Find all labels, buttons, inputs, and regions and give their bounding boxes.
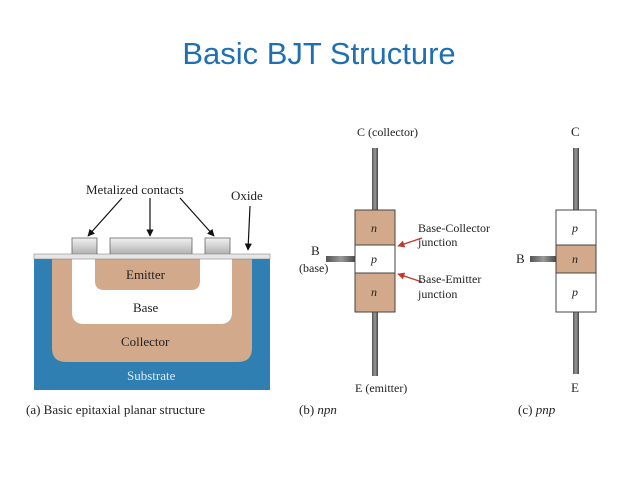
- label-bc-junction-2: junction: [417, 235, 457, 249]
- pnp-base-terminal: B: [516, 251, 525, 266]
- panel-c-pnp: p n p C B E (c) pnp: [516, 124, 597, 417]
- pnp-layer-mid: [555, 244, 597, 274]
- label-metalized-contacts: Metalized contacts: [86, 182, 184, 197]
- npn-label-top: n: [371, 221, 377, 235]
- caption-c: (c) pnp: [518, 402, 556, 417]
- npn-base-terminal: B: [311, 243, 320, 258]
- npn-label-mid: p: [370, 252, 377, 266]
- caption-a: (a) Basic epitaxial planar structure: [26, 402, 205, 417]
- pnp-label-mid: n: [572, 252, 578, 266]
- oxide-layer: [33, 253, 271, 260]
- npn-label-bot: n: [371, 285, 377, 299]
- label-base: Base: [133, 300, 159, 315]
- label-oxide: Oxide: [231, 188, 263, 203]
- panel-a-epitaxial-structure: Metalized contacts Oxide Emitter Base Co…: [26, 182, 271, 417]
- npn-emitter-terminal: E (emitter): [355, 381, 407, 395]
- slide-title: Basic BJT Structure: [182, 36, 456, 71]
- npn-layer-top: [354, 209, 396, 246]
- emitter-lead-c: [573, 312, 579, 374]
- pnp-layer-bot: [555, 272, 597, 313]
- base-lead-c: [530, 256, 557, 262]
- collector-lead-b: [372, 148, 378, 210]
- npn-layer-bot: [354, 272, 396, 313]
- npn-collector-terminal: C (collector): [357, 125, 418, 139]
- pnp-collector-terminal: C: [571, 124, 580, 139]
- label-bc-junction-1: Base-Collector: [418, 221, 490, 235]
- pnp-label-bot: p: [571, 285, 578, 299]
- collector-lead-c: [573, 148, 579, 210]
- pnp-label-top: p: [571, 221, 578, 235]
- label-collector: Collector: [121, 334, 170, 349]
- pnp-emitter-terminal: E: [571, 380, 579, 395]
- emitter-region: [95, 258, 200, 290]
- metal-contact-center: [109, 237, 193, 257]
- metal-contact-right: [204, 237, 231, 257]
- panel-b-npn: n p n C (collector) B (base) E (emitter)…: [299, 125, 490, 417]
- npn-base-terminal-sub: (base): [299, 261, 328, 275]
- label-be-junction-1: Base-Emitter: [418, 272, 481, 286]
- emitter-lead-b: [372, 312, 378, 376]
- label-substrate: Substrate: [127, 368, 176, 383]
- npn-layer-mid: [354, 244, 396, 274]
- label-emitter: Emitter: [126, 267, 166, 282]
- metal-contact-left: [71, 237, 98, 257]
- label-be-junction-2: junction: [417, 287, 457, 301]
- base-lead-b: [326, 256, 356, 262]
- caption-b: (b) npn: [299, 402, 337, 417]
- pnp-layer-top: [555, 209, 597, 246]
